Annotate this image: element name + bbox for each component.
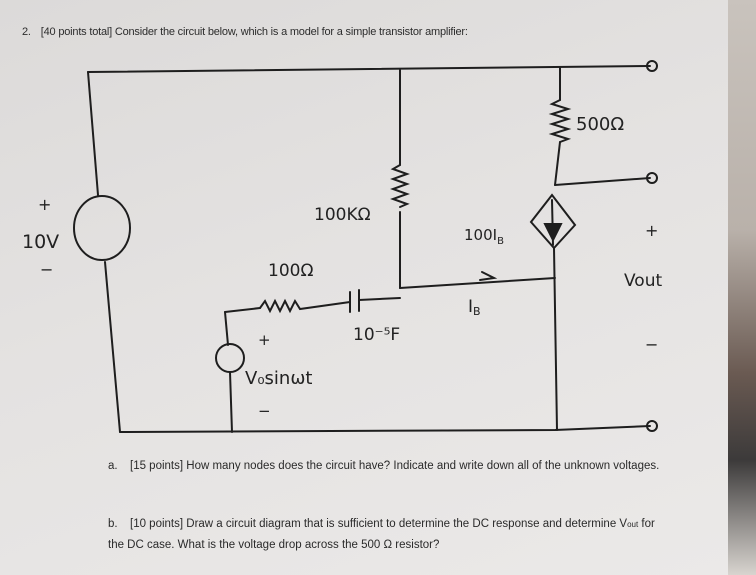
current-arrow xyxy=(479,271,498,281)
terminal-output-plus xyxy=(646,172,658,184)
part-b-text-1: [10 points] Draw a circuit diagram that … xyxy=(130,518,628,530)
current-label: IB xyxy=(468,297,481,318)
part-a-text: [15 points] How many nodes does the circ… xyxy=(130,460,660,472)
wire-base xyxy=(399,277,556,289)
wire-left-upper xyxy=(87,71,99,196)
resistor-100k xyxy=(390,164,410,208)
wire-ac-top xyxy=(224,311,229,346)
resistor-100k-label: 100KΩ xyxy=(314,205,371,225)
part-b-text-2: for the DC case. What is the voltage dro… xyxy=(108,518,655,551)
part-a: a. [15 points] How many nodes does the ci… xyxy=(108,456,668,477)
terminal-output-minus xyxy=(646,420,658,432)
wire-left-lower xyxy=(104,261,121,433)
terminal-top xyxy=(646,60,658,72)
resistor-100-label: 100Ω xyxy=(268,261,313,281)
resistor-500-label: 500Ω xyxy=(576,114,624,135)
dependent-source-arrow xyxy=(543,199,563,246)
wire-cap-right xyxy=(358,297,401,301)
question-number: 2. xyxy=(22,26,31,38)
dc-voltage-source xyxy=(73,195,131,261)
part-a-label: a. xyxy=(108,460,118,472)
wire-top xyxy=(87,65,651,73)
wire-bottom xyxy=(119,425,651,433)
wire-ac-bottom xyxy=(229,371,233,433)
wire-input xyxy=(224,307,261,313)
resistor-500 xyxy=(548,99,572,143)
dependent-source-label: 100IB xyxy=(464,226,504,247)
background-room xyxy=(725,0,756,575)
dc-source-plus: + xyxy=(38,195,51,214)
resistor-100 xyxy=(259,298,351,314)
part-b: b. [10 points] Draw a circuit diagram tha… xyxy=(108,514,668,556)
dc-source-label: 10V xyxy=(22,231,59,253)
output-label: Vout xyxy=(624,271,662,291)
part-b-sub: out xyxy=(627,520,639,529)
ac-voltage-source xyxy=(215,343,245,373)
wire-collector-emitter xyxy=(553,247,558,431)
output-plus: + xyxy=(645,221,658,240)
part-b-label: b. xyxy=(108,518,118,530)
dc-source-minus: − xyxy=(40,260,53,279)
capacitor xyxy=(349,289,360,313)
paper-sheet xyxy=(0,0,728,575)
ac-source-label: V₀sinωt xyxy=(245,368,312,389)
wire-output-top xyxy=(554,177,651,186)
capacitor-label: 10⁻⁵F xyxy=(353,325,400,345)
question-text: [40 points total] Consider the circuit b… xyxy=(40,26,468,38)
question-header: 2. [40 points total] Consider the circuit… xyxy=(22,26,468,38)
ac-source-minus: − xyxy=(258,402,271,420)
output-minus: − xyxy=(645,335,658,354)
wire-500-bottom xyxy=(554,141,561,186)
ac-source-plus: + xyxy=(258,331,271,349)
